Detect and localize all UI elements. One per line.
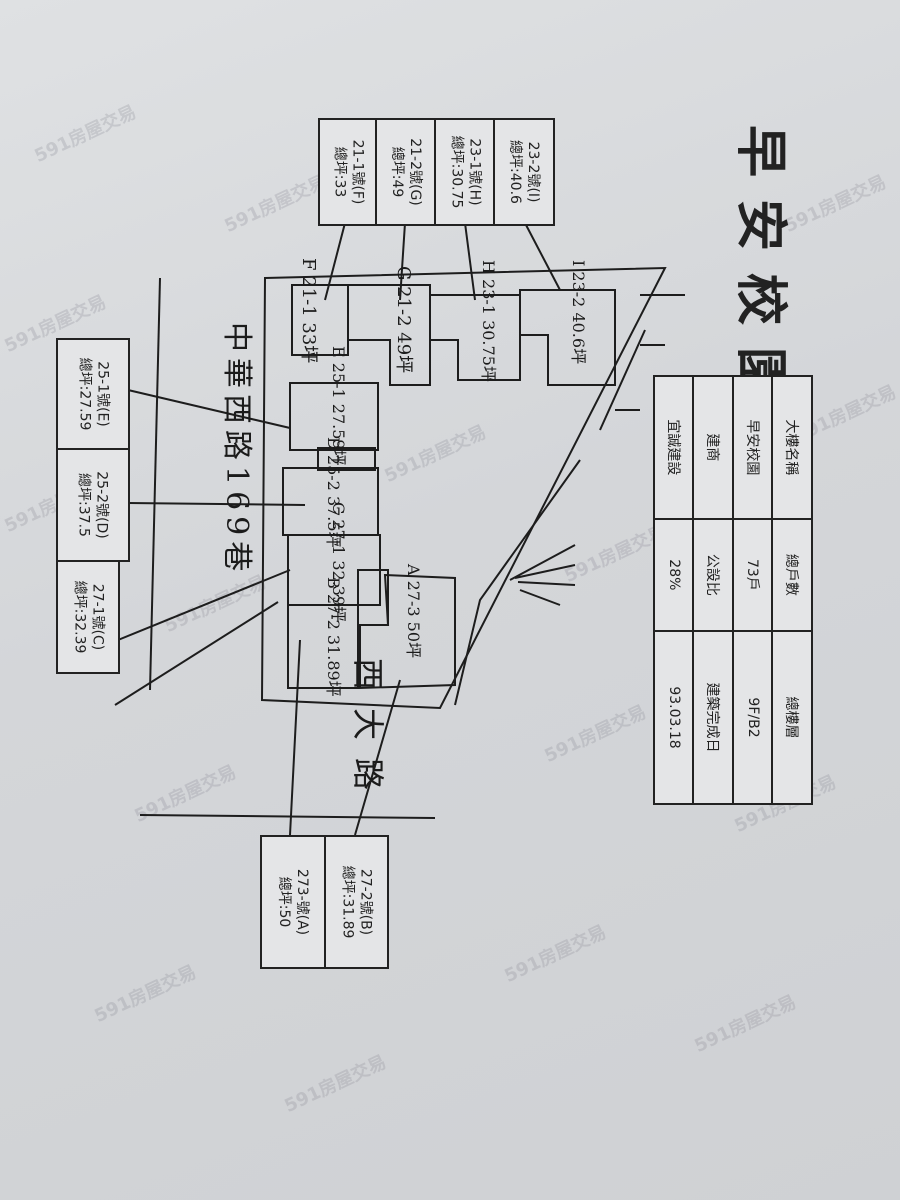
- road-tick: [599, 294, 685, 431]
- callout-box-top: 23-1號(H) 總坪:30.75: [434, 118, 496, 226]
- unit-label-G: G 21-2 49坪: [393, 266, 414, 374]
- unit-number: 23-1號(H): [466, 138, 483, 206]
- leader-line: [289, 639, 401, 836]
- unit-area: 總坪:40.6: [507, 140, 524, 204]
- unit-number: 21-2號(G): [407, 138, 424, 206]
- unit-number: 21-1號(F): [349, 139, 365, 205]
- stair-outline: [357, 569, 389, 626]
- callout-box-bottom: 27-2號(B) 總坪:31.89: [323, 835, 389, 969]
- street-name-left: 中華西路169巷: [219, 322, 254, 578]
- unit-area: 總坪:50: [276, 876, 292, 928]
- unit-number: 273-號(A): [294, 868, 310, 936]
- unit-label-B: B 27-2 31.89坪: [324, 577, 343, 697]
- callout-box-top: 21-2號(G) 總坪:49: [375, 118, 437, 226]
- unit-number: 25-2號(D): [93, 471, 110, 539]
- unit-H-outline: [429, 294, 521, 381]
- callout-box-top: 21-1號(F) 總坪:33: [318, 118, 378, 226]
- street-line: [139, 814, 436, 819]
- unit-I-outline: [519, 289, 616, 386]
- street-line: [114, 601, 279, 706]
- street-line: [149, 277, 161, 691]
- callout-box-top: 23-2號(I) 總坪:40.6: [493, 118, 555, 226]
- callout-box-left: 25-2號(D) 總坪:37.5: [56, 448, 130, 562]
- leader-line: [324, 222, 561, 301]
- unit-B-outline: [287, 604, 359, 689]
- unit-label-A: A 27-3 50坪: [404, 564, 423, 659]
- unit-area: 總坪:49: [389, 146, 406, 198]
- unit-area: 總坪:30.75: [448, 135, 465, 209]
- road-tick: [509, 544, 576, 606]
- unit-area: 總坪:37.5: [75, 473, 92, 537]
- unit-area: 總坪:33: [331, 146, 347, 198]
- corridor-outline: [317, 447, 376, 471]
- unit-area: 總坪:27.59: [76, 357, 93, 431]
- unit-number: 27-2號(B): [357, 868, 374, 936]
- leader-line: [117, 389, 306, 641]
- unit-label-H: H 23-1 30.75坪: [479, 260, 498, 382]
- unit-C-outline: [287, 534, 381, 606]
- unit-area: 總坪:31.89: [339, 865, 356, 939]
- callout-box-left: 27-1號(C) 總坪:32.39: [56, 560, 120, 674]
- unit-G-outline: [347, 284, 431, 386]
- site-boundary: [260, 266, 667, 710]
- road-line: [454, 459, 581, 706]
- unit-A-outline: [359, 573, 456, 690]
- unit-number: 27-1號(C): [89, 583, 106, 651]
- unit-area: 總坪:32.39: [71, 580, 88, 654]
- unit-number: 25-1號(E): [94, 361, 111, 427]
- unit-label-I: I 23-2 40.6坪: [569, 260, 588, 365]
- unit-label-F: F 21-1 33坪: [298, 258, 319, 364]
- callout-box-bottom: 273-號(A) 總坪:50: [260, 835, 326, 969]
- callout-box-left: 25-1號(E) 總坪:27.59: [56, 338, 130, 450]
- unit-number: 23-2號(I): [525, 141, 542, 203]
